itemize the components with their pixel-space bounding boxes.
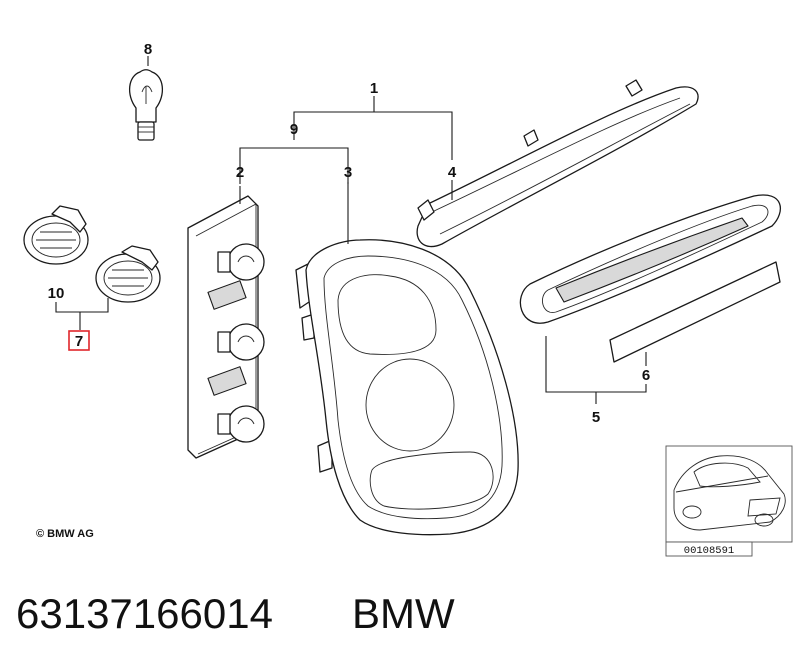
brand-label: BMW xyxy=(352,590,455,637)
side-marker-part-10a xyxy=(23,205,89,265)
callout-3[interactable]: 3 xyxy=(344,164,352,181)
callout-1[interactable]: 1 xyxy=(370,80,378,97)
thumbnail-ref-number: 00108591 xyxy=(684,545,734,557)
callout-9[interactable]: 9 xyxy=(290,121,298,138)
trim-part-5 xyxy=(519,194,781,324)
callout-4[interactable]: 4 xyxy=(448,164,457,181)
tail-lamp-part-3 xyxy=(295,239,519,536)
copyright-text: © BMW AG xyxy=(36,528,94,540)
callout-2[interactable]: 2 xyxy=(236,164,244,181)
car-thumbnail: 00108591 xyxy=(665,445,793,557)
part-number: 63137166014 xyxy=(16,590,273,637)
bulb-part-8 xyxy=(129,56,163,141)
callout-5[interactable]: 5 xyxy=(592,409,600,426)
strip-part-6 xyxy=(609,261,781,363)
callout-10[interactable]: 10 xyxy=(48,285,65,302)
bulb-holder-part-2 xyxy=(187,195,265,459)
callout-7[interactable]: 7 xyxy=(75,333,83,350)
callout-7-highlight xyxy=(68,330,90,351)
leader-lines xyxy=(239,96,647,404)
brake-light-part-4 xyxy=(416,79,699,248)
side-marker-part-10b xyxy=(95,245,161,303)
callout-6[interactable]: 6 xyxy=(642,367,650,384)
callout-8[interactable]: 8 xyxy=(144,41,152,58)
